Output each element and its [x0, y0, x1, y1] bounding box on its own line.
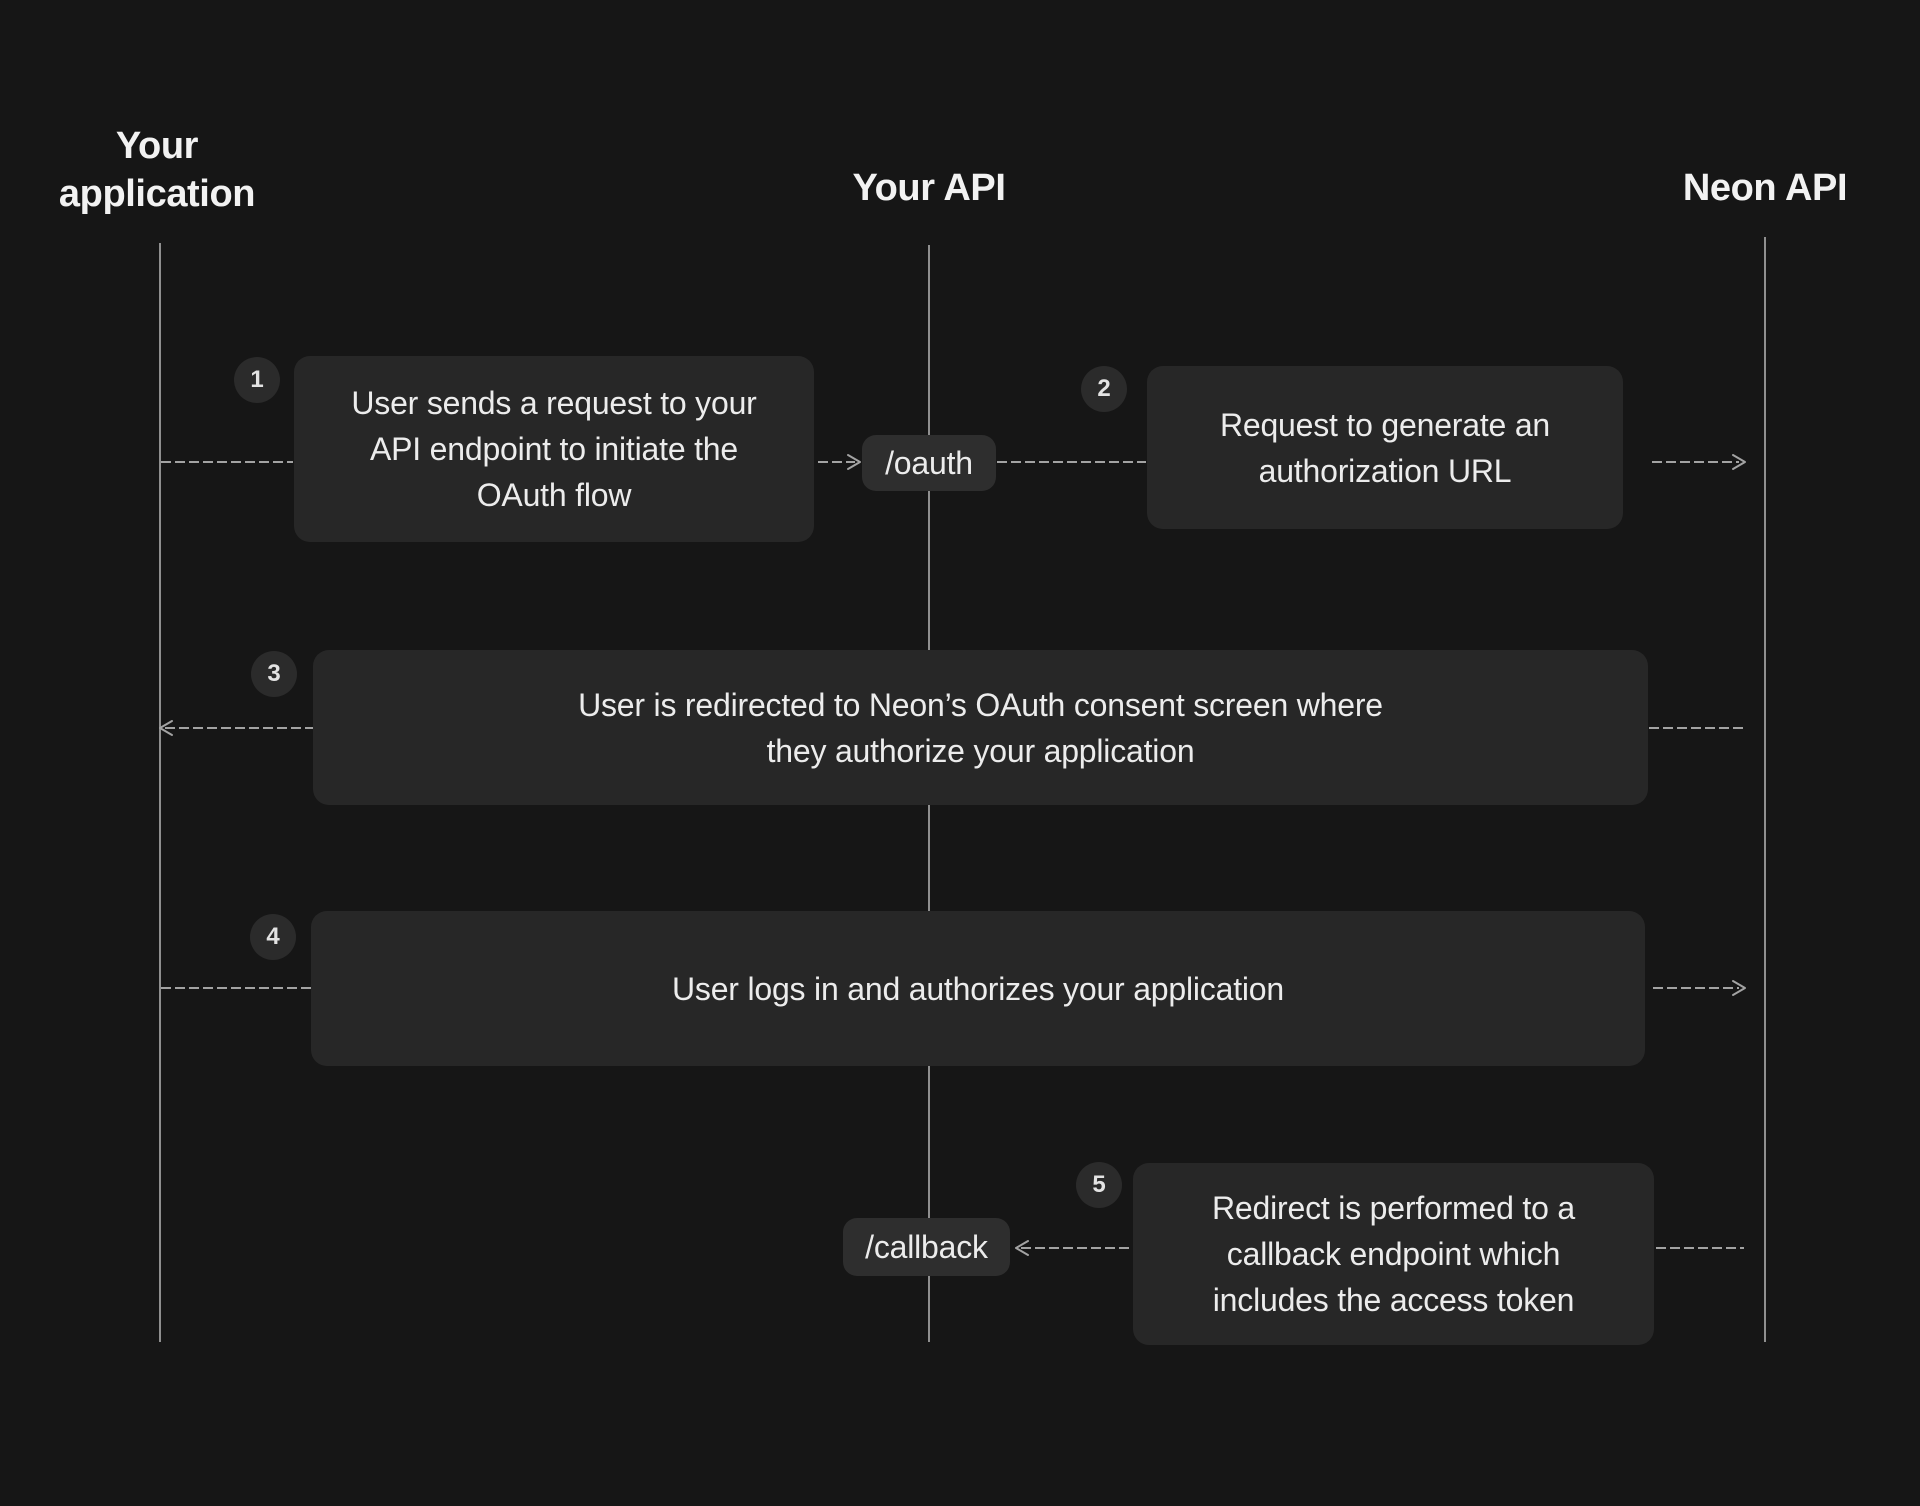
message-text: Redirect is performed to a callback endp…: [1212, 1190, 1575, 1318]
step-number: 5: [1092, 1171, 1106, 1198]
message-box-4: User logs in and authorizes your applica…: [311, 911, 1645, 1066]
message-text: User logs in and authorizes your applica…: [672, 970, 1284, 1007]
message-1-arrowhead-right-icon: [847, 454, 861, 470]
step-badge-2: 2: [1081, 366, 1127, 412]
message-box-5: Redirect is performed to a callback endp…: [1133, 1163, 1654, 1345]
step-badge-5: 5: [1076, 1162, 1122, 1208]
message-3-arrowhead-left-icon: [159, 720, 173, 736]
lane-header-your-application: Your application: [58, 125, 256, 215]
message-2-arrowhead-right-icon: [1732, 454, 1746, 470]
step-badge-4: 4: [250, 914, 296, 960]
step-number: 2: [1097, 375, 1111, 402]
endpoint-label: /oauth: [885, 444, 973, 481]
lane-header-neon-api: Neon API: [1682, 167, 1848, 209]
step-badge-1: 1: [234, 357, 280, 403]
message-text: User sends a request to your API endpoin…: [351, 385, 757, 513]
step-number: 1: [250, 366, 264, 393]
message-box-2: Request to generate an authorization URL: [1147, 366, 1623, 529]
endpoint-pill-callback: /callback: [843, 1218, 1010, 1276]
message-4-arrowhead-right-icon: [1732, 980, 1746, 996]
step-number: 4: [266, 923, 280, 950]
endpoint-label: /callback: [865, 1228, 988, 1265]
lane-header-your-api: Your API: [852, 167, 1006, 209]
message-box-1: User sends a request to your API endpoin…: [294, 356, 814, 542]
message-text: Request to generate an authorization URL: [1219, 406, 1551, 489]
message-text: User is redirected to Neon’s OAuth conse…: [578, 686, 1383, 769]
message-5-arrowhead-left-icon: [1015, 1240, 1029, 1256]
step-badge-3: 3: [251, 651, 297, 697]
endpoint-pill-oauth: /oauth: [862, 435, 996, 491]
step-number: 3: [267, 660, 281, 687]
message-box-3: User is redirected to Neon’s OAuth conse…: [313, 650, 1648, 805]
